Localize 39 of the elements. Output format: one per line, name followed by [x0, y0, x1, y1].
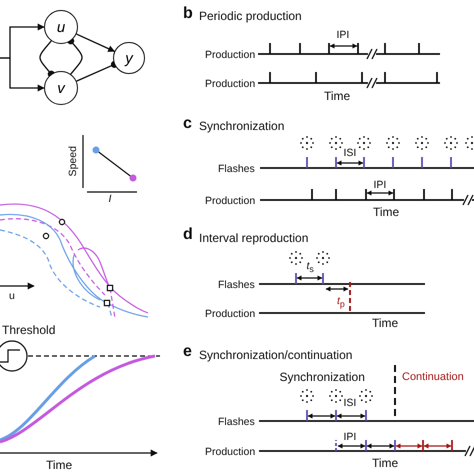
text-label: Flashes: [218, 164, 255, 174]
text-label: u: [9, 290, 15, 301]
text-label: ISI: [344, 148, 356, 158]
text-label: Production: [205, 446, 256, 457]
text-label: t$_{s}$: [306, 260, 314, 274]
text-label: Time: [46, 459, 72, 471]
text-label: Continuation: [402, 372, 464, 382]
text-label: Production: [205, 196, 256, 206]
text-label: IPI: [374, 180, 386, 190]
panel-letter: c: [183, 116, 192, 132]
panel-letter: d: [183, 227, 193, 243]
neuron-circle: y: [113, 42, 145, 74]
text-label: Production: [205, 308, 256, 319]
neuron-circle: u: [44, 10, 78, 44]
axis-label: Speed: [68, 146, 78, 176]
panel-letter: e: [183, 344, 192, 360]
text-label: Synchronization: [280, 371, 365, 383]
connector-arrow: [76, 33, 116, 52]
text-label: Flashes: [218, 416, 255, 427]
panel-title: Synchronization: [199, 120, 284, 132]
text-label: Threshold: [2, 324, 56, 336]
panel-title: Periodic production: [199, 10, 302, 22]
panel-title: Synchronization/continuation: [199, 349, 352, 361]
text-label: Time: [373, 206, 400, 218]
text-label: Production: [205, 78, 256, 89]
text-label: Time: [372, 317, 398, 329]
text-label: IPI: [344, 432, 356, 442]
text-label: Time: [372, 457, 398, 469]
text-label: t$_{p}$: [337, 296, 345, 308]
text-label: Production: [205, 50, 256, 60]
text-label: Flashes: [218, 280, 255, 290]
panel-letter: b: [183, 6, 193, 22]
axis-label: I: [108, 194, 112, 204]
neuron-circle: v: [44, 71, 78, 105]
panel-title: Interval reproduction: [199, 232, 308, 244]
connector-arrow: [0, 57, 45, 92]
text-label: Time: [324, 90, 350, 102]
text-label: ISI: [344, 398, 356, 408]
text-label: IPI: [336, 30, 350, 40]
